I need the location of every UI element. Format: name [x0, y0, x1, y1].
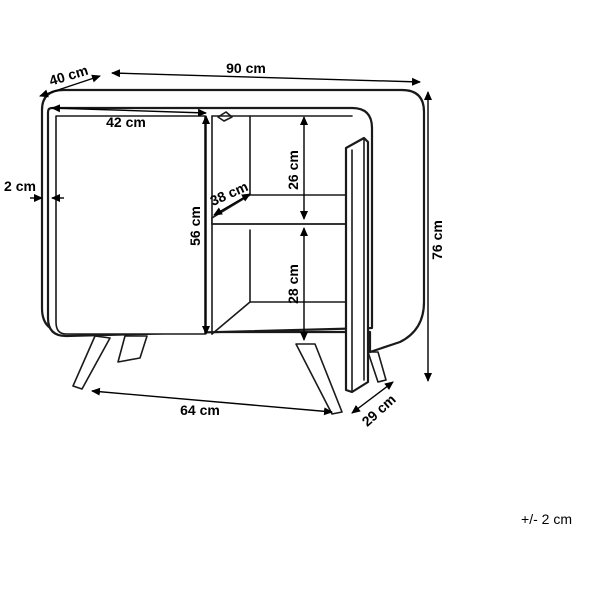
- label-door-width: 42 cm: [106, 114, 146, 130]
- dim-leg-depth-line: [351, 381, 394, 414]
- dim-width-line: [111, 69, 421, 86]
- dimension-lines: [30, 69, 432, 416]
- dim-depth-line: [39, 74, 101, 98]
- dim-leg-span-line: [91, 387, 333, 416]
- open-door: [344, 136, 370, 394]
- dim-door-width-line: [51, 104, 207, 117]
- tolerance-note: +/- 2 cm: [521, 511, 572, 527]
- cabinet-body: [40, 88, 426, 354]
- label-leg-span: 64 cm: [180, 402, 220, 418]
- label-lower-compartment-height: 28 cm: [285, 264, 301, 304]
- label-total-height: 76 cm: [429, 220, 445, 260]
- label-upper-compartment-height: 26 cm: [285, 150, 301, 190]
- cabinet-legs: [72, 335, 387, 415]
- label-door-height: 56 cm: [187, 206, 203, 246]
- label-depth-top: 40 cm: [47, 62, 90, 89]
- label-width-top: 90 cm: [226, 60, 266, 76]
- label-leg-depth: 29 cm: [359, 391, 399, 429]
- label-panel-thickness: 2 cm: [4, 178, 36, 194]
- dim-shelf-depth-line: [213, 193, 251, 216]
